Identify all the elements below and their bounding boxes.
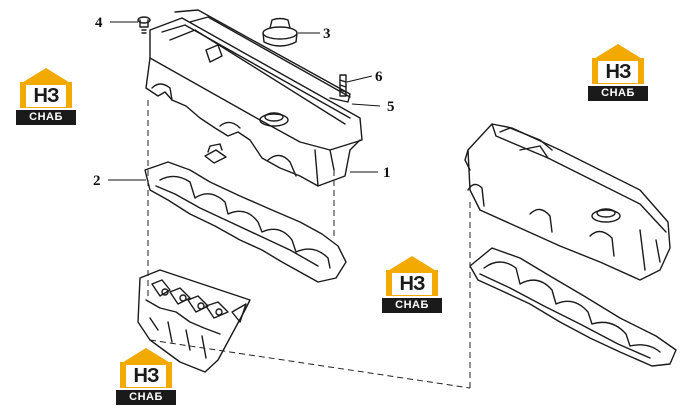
valve-cover-left — [145, 16, 363, 187]
logo-text: СНАБ — [382, 298, 442, 313]
logo-mark: НЗ — [33, 85, 60, 107]
callout-5: 5 — [387, 99, 395, 115]
callout-4: 4 — [95, 15, 103, 31]
cover-bolt — [137, 16, 151, 34]
logo-watermark-bottom-left: НЗ СНАБ — [116, 348, 180, 408]
logo-text: СНАБ — [588, 86, 648, 101]
valve-cover-gasket-left — [144, 161, 347, 283]
logo-mark: НЗ — [605, 61, 632, 83]
seal-strip — [174, 9, 351, 103]
callout-3: 3 — [323, 26, 331, 42]
callout-6: 6 — [375, 69, 383, 85]
logo-mark: НЗ — [133, 365, 160, 387]
logo-text: СНАБ — [116, 390, 176, 405]
logo-watermark-center: НЗ СНАБ — [382, 256, 446, 316]
logo-text: СНАБ — [16, 110, 76, 125]
callout-1: 1 — [383, 165, 391, 181]
logo-mark: НЗ — [399, 273, 426, 295]
valve-cover-right — [464, 123, 671, 281]
leader-lines — [108, 21, 381, 181]
valve-cover-gasket-right — [469, 247, 677, 367]
cylinder-head — [137, 269, 251, 373]
callout-2: 2 — [93, 173, 101, 189]
assembly-guide-lines — [147, 100, 471, 389]
logo-watermark-left: НЗ СНАБ — [16, 68, 80, 128]
logo-watermark-top-right: НЗ СНАБ — [588, 44, 652, 104]
oil-filler-cap — [262, 17, 298, 47]
